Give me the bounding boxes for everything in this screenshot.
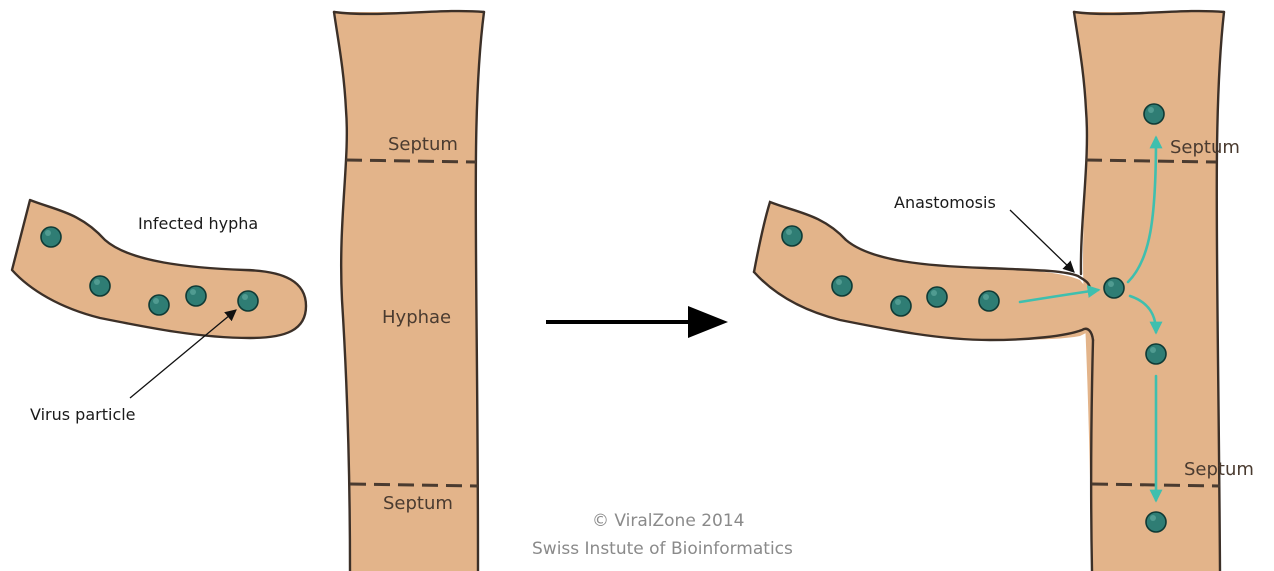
virus-particle — [1144, 104, 1164, 124]
transition-arrow — [546, 306, 728, 338]
virus-particle — [186, 286, 206, 306]
septum-label-top-right: Septum — [1170, 137, 1240, 158]
virus-particle-label: Virus particle — [30, 405, 136, 424]
virus-particle — [1104, 278, 1124, 298]
septum-label-bottom-right: Septum — [1184, 459, 1254, 480]
anastomosis-pointer — [1010, 210, 1074, 272]
virus-particle — [979, 291, 999, 311]
copyright-block: © ViralZone 2014 Swiss Instute of Bioinf… — [532, 511, 793, 559]
copyright-line-2: Swiss Instute of Bioinformatics — [532, 539, 793, 559]
virus-particle — [1146, 512, 1166, 532]
septum-label-bottom-left: Septum — [383, 493, 453, 514]
right-panel: Septum Septum Anastomosis — [754, 11, 1254, 571]
virus-particle — [90, 276, 110, 296]
virus-particle — [1146, 344, 1166, 364]
septum-label-top-left: Septum — [388, 134, 458, 155]
left-panel: Septum Hyphae Septum Infected hypha Viru… — [12, 11, 484, 571]
hyphae-label: Hyphae — [382, 307, 451, 328]
virus-particle — [238, 291, 258, 311]
infected-hypha-label: Infected hypha — [138, 214, 258, 233]
virus-particle — [782, 226, 802, 246]
virus-particle — [41, 227, 61, 247]
virus-particle — [927, 287, 947, 307]
virus-particle — [832, 276, 852, 296]
copyright-line-1: © ViralZone 2014 — [592, 511, 744, 531]
anastomosis-label: Anastomosis — [894, 193, 996, 212]
virus-particle — [149, 295, 169, 315]
virus-particle — [891, 296, 911, 316]
